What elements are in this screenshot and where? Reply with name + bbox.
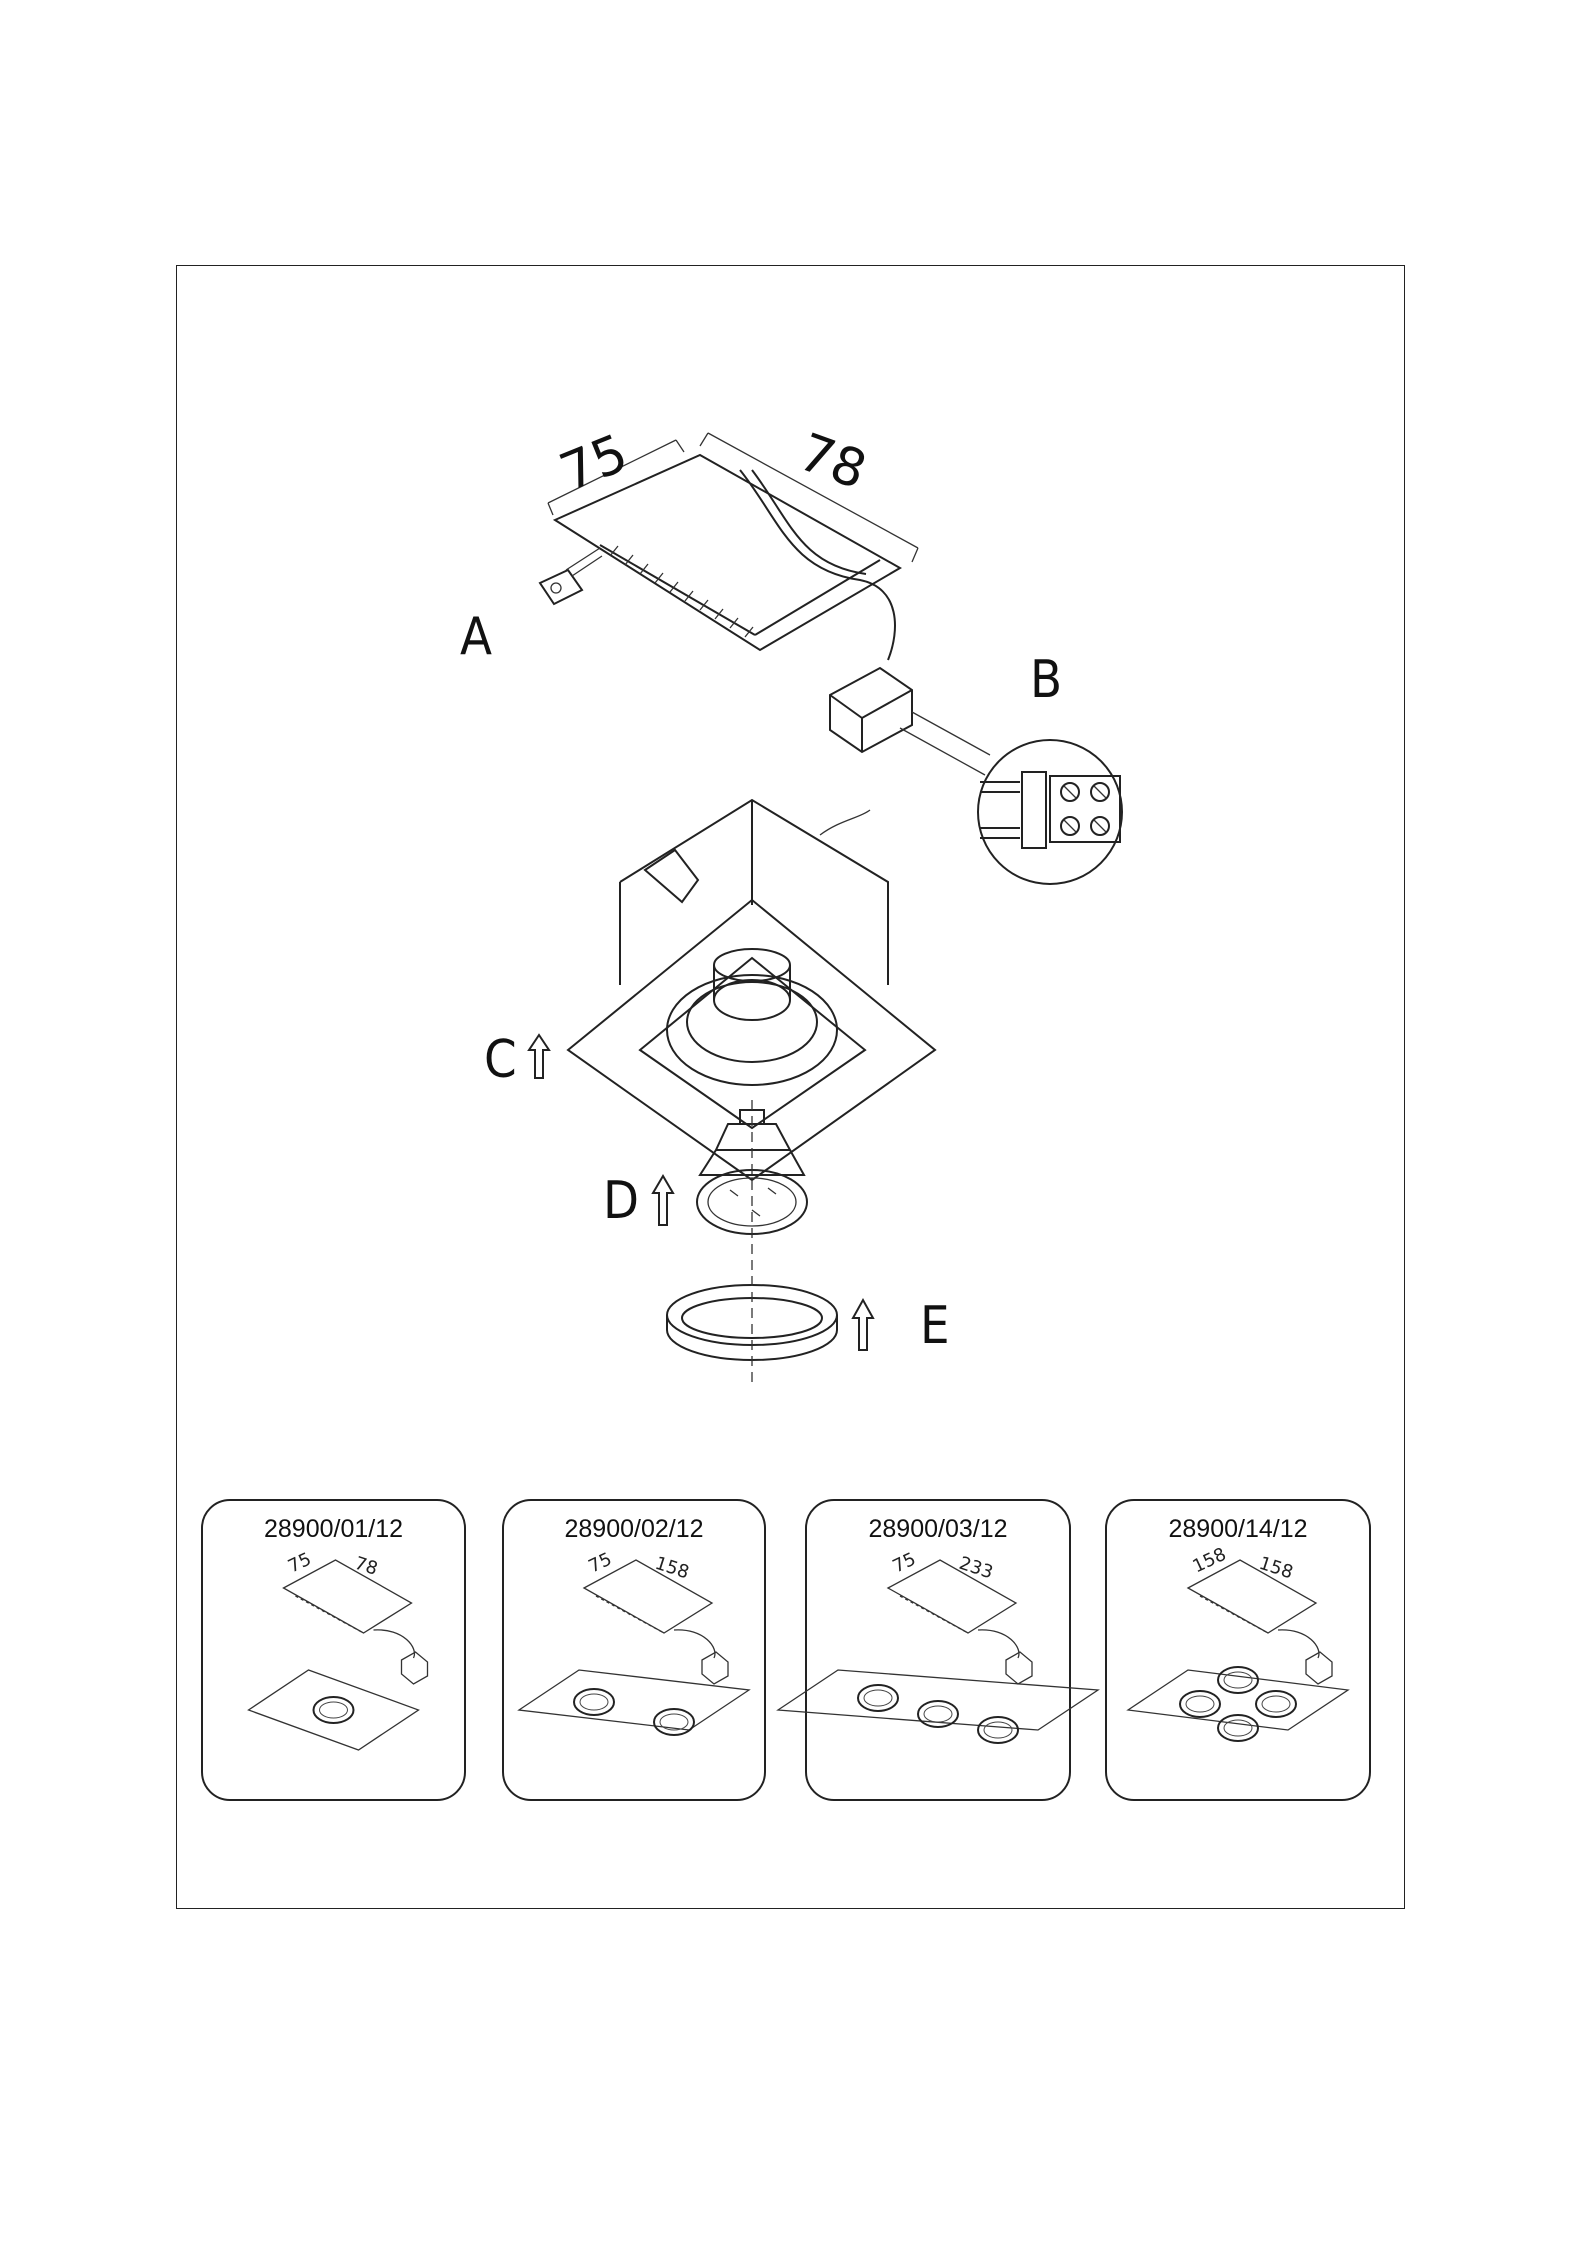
label-d: D xyxy=(603,1171,639,1231)
arrow-e-icon xyxy=(853,1300,873,1350)
label-a: A xyxy=(460,607,492,667)
variant-dim-b: 158 xyxy=(652,1553,691,1584)
junction-box xyxy=(830,668,1122,884)
label-c: C xyxy=(484,1030,517,1090)
variant-model: 28900/01/12 xyxy=(264,1515,403,1543)
mini-bezel xyxy=(249,1670,419,1750)
variant-dim-b: 158 xyxy=(1256,1553,1295,1584)
dimension-width: 75 xyxy=(552,423,636,503)
variant-frame xyxy=(503,1500,765,1800)
dimension-depth: 78 xyxy=(791,422,874,501)
arrow-c-icon xyxy=(529,1035,549,1078)
variant-dim-b: 78 xyxy=(352,1553,380,1580)
arrow-d-icon xyxy=(653,1176,673,1225)
variant-model: 28900/14/12 xyxy=(1168,1515,1307,1543)
variant-frame xyxy=(806,1500,1070,1800)
variant-frame xyxy=(1106,1500,1370,1800)
mini-bezel xyxy=(519,1670,749,1730)
label-b: B xyxy=(1030,650,1062,710)
variant-model: 28900/03/12 xyxy=(868,1515,1007,1543)
label-e: E xyxy=(920,1296,950,1356)
mini-bezel xyxy=(1128,1670,1348,1730)
variant-model: 28900/02/12 xyxy=(564,1515,703,1543)
variant-dim-a: 158 xyxy=(1189,1544,1229,1578)
variant-dim-b: 233 xyxy=(956,1553,995,1584)
variant-frame xyxy=(202,1500,465,1800)
